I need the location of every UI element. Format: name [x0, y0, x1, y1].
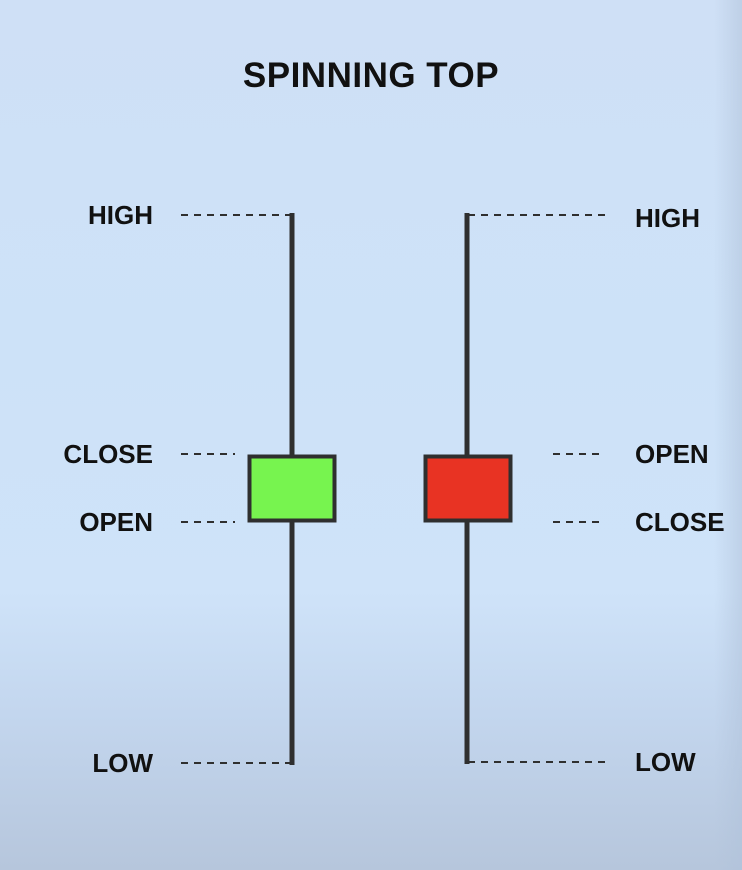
bearish-close-label: CLOSE: [635, 507, 725, 537]
bullish-close-label: CLOSE: [63, 439, 153, 469]
bullish-high-label: HIGH: [88, 200, 153, 230]
bullish-open-label: OPEN: [79, 507, 153, 537]
bullish-candle: [181, 213, 337, 765]
bearish-low-label: LOW: [635, 747, 696, 777]
bearish-open-label: OPEN: [635, 439, 709, 469]
bullish-body: [247, 454, 337, 523]
edge-shade: [714, 0, 742, 870]
bearish-candle: [423, 213, 605, 764]
bearish-high-label: HIGH: [635, 203, 700, 233]
diagram-title: SPINNING TOP: [242, 56, 500, 95]
bullish-low-label: LOW: [92, 748, 153, 778]
bearish-body: [423, 454, 513, 523]
